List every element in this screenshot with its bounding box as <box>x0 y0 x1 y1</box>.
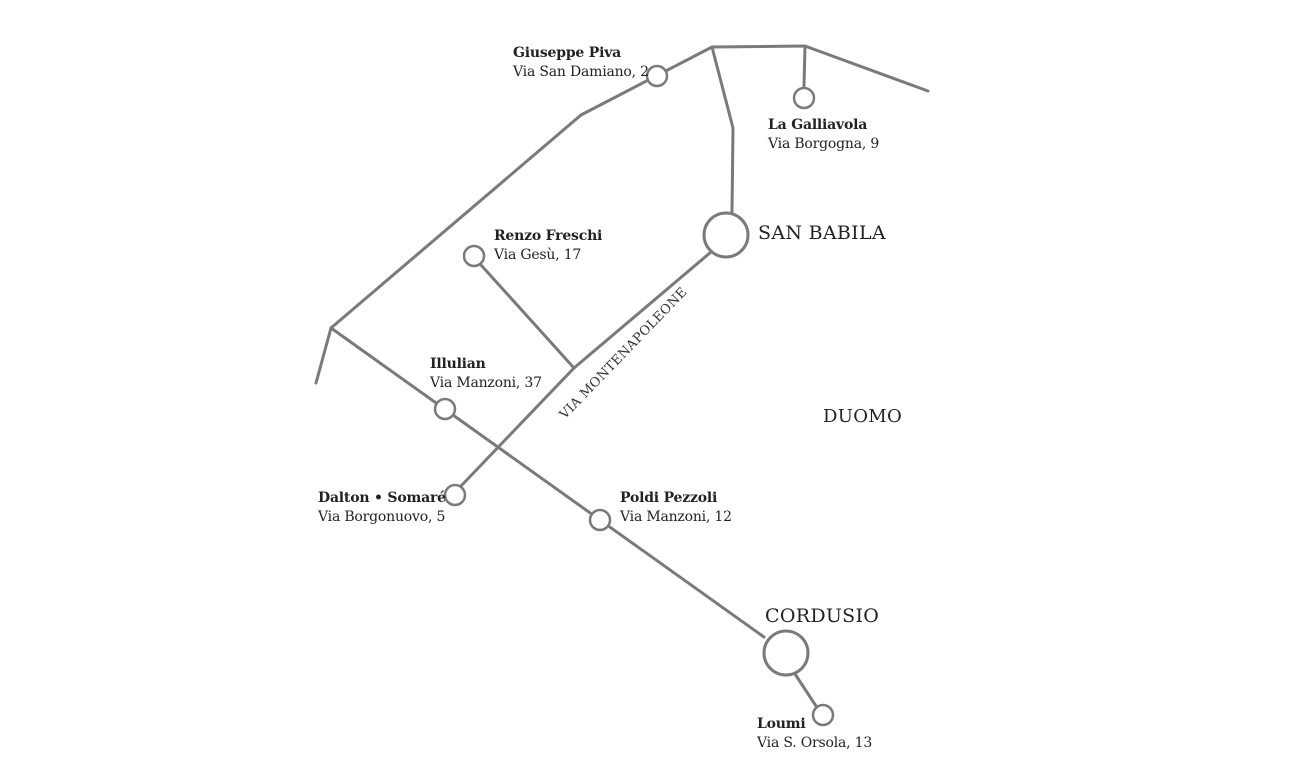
gallery-dalton-somare[interactable]: Dalton • Somaré Via Borgonuovo, 5 <box>318 489 446 527</box>
gallery-address: Via Gesù, 17 <box>494 247 582 263</box>
gallery-name: Illulian <box>430 356 486 372</box>
gallery-name: Dalton • Somaré <box>318 490 446 506</box>
gallery-giuseppe-piva[interactable]: Giuseppe Piva Via San Damiano, 2 <box>513 44 649 82</box>
area-duomo-label: DUOMO <box>823 406 903 427</box>
gallery-address: Via San Damiano, 2 <box>513 64 649 80</box>
road-to-san-babila <box>710 45 735 214</box>
gallery-name: La Galliavola <box>768 117 868 133</box>
node-loumi[interactable] <box>811 703 835 727</box>
gallery-name: Giuseppe Piva <box>513 45 622 61</box>
station-cordusio-label: CORDUSIO <box>765 605 880 627</box>
gallery-name: Poldi Pezzoli <box>620 490 718 506</box>
gallery-name: Renzo Freschi <box>494 228 603 244</box>
node-illulian[interactable] <box>433 397 457 421</box>
node-la-galliavola[interactable] <box>792 86 816 110</box>
gallery-renzo-freschi[interactable]: Renzo Freschi Via Gesù, 17 <box>494 227 602 265</box>
node-poldi-pezzoli[interactable] <box>588 508 612 532</box>
road-to-la-galliavola <box>802 44 807 89</box>
gallery-illulian[interactable]: Illulian Via Manzoni, 37 <box>430 355 542 393</box>
gallery-address: Via Manzoni, 37 <box>430 375 542 391</box>
gallery-address: Via Manzoni, 12 <box>620 509 732 525</box>
node-renzo-freschi[interactable] <box>462 244 486 268</box>
road-to-loumi <box>793 672 818 708</box>
gallery-address: Via Borgogna, 9 <box>768 136 880 152</box>
road-via-manzoni <box>329 326 766 639</box>
gallery-address: Via S. Orsola, 13 <box>757 735 873 751</box>
gallery-loumi[interactable]: Loumi Via S. Orsola, 13 <box>757 715 872 753</box>
station-san-babila-node[interactable] <box>702 211 750 259</box>
gallery-name: Loumi <box>757 716 806 732</box>
station-cordusio-node[interactable] <box>762 629 810 677</box>
node-giuseppe-piva[interactable] <box>645 64 669 88</box>
road-via-gesu <box>479 263 576 370</box>
station-san-babila-label: SAN BABILA <box>758 222 886 244</box>
node-dalton-somare[interactable] <box>443 483 467 507</box>
gallery-poldi-pezzoli[interactable]: Poldi Pezzoli Via Manzoni, 12 <box>620 489 732 527</box>
gallery-address: Via Borgonuovo, 5 <box>318 509 446 525</box>
gallery-la-galliavola[interactable]: La Galliavola Via Borgogna, 9 <box>768 116 879 154</box>
road-top <box>579 44 930 117</box>
